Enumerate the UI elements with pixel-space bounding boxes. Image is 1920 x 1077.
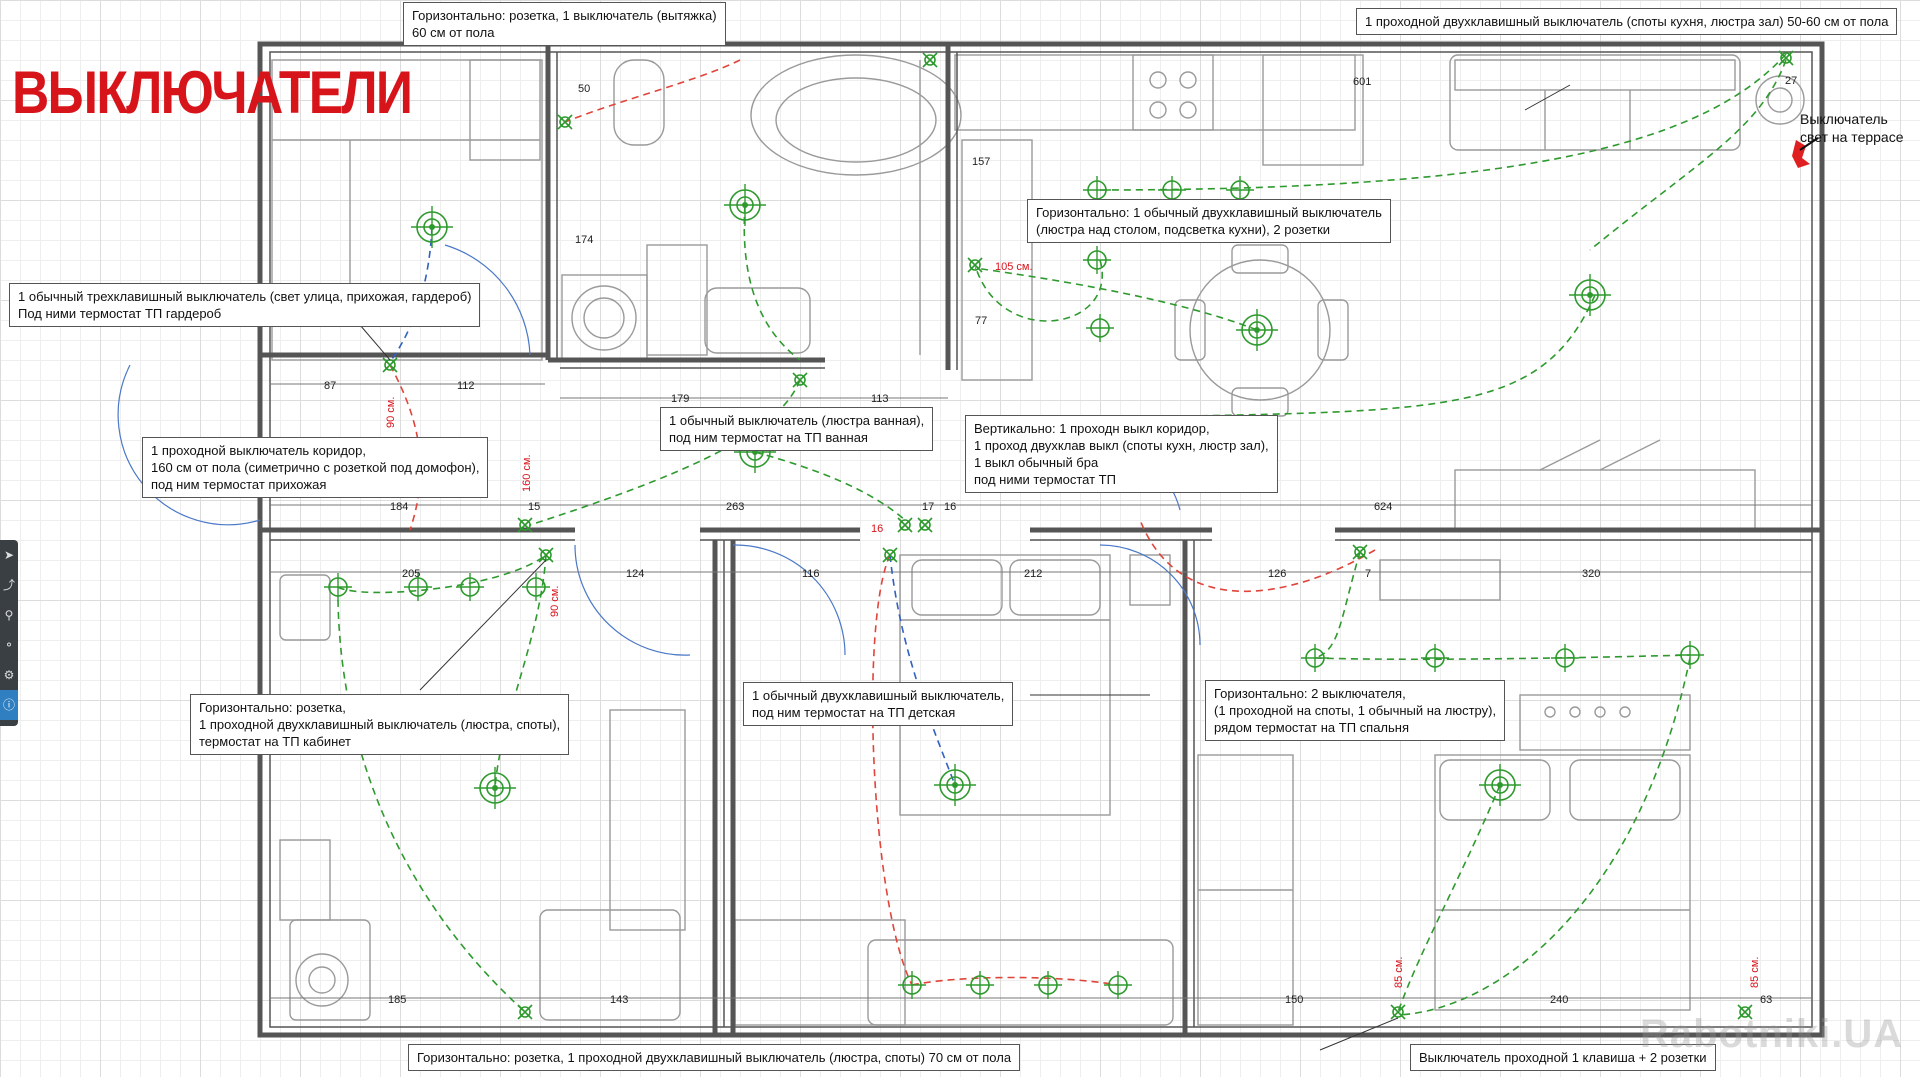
note-line: 1 выкл обычный бра [974,455,1099,470]
note-line: Горизонтально: розетка, [199,700,346,715]
note-leaders [359,84,1571,1051]
note-line: Выключатель проходной 1 клавиша + 2 розе… [1419,1050,1707,1065]
note-line: 1 проходной двухклавишный выключатель (с… [1365,14,1889,29]
side-toolbar: ➤ ⤴ ⚲ ⚬ ⚙ ⓘ [0,540,18,726]
note-line: под ними термостат ТП [974,472,1116,487]
dim-label: 27 [1785,75,1797,87]
dim-label: 126 [1268,568,1286,580]
share-icon[interactable]: ⤴ [2,578,15,592]
link-icon[interactable]: ⚲ [4,608,14,622]
note-line: 1 проходной выключатель коридор, [151,443,367,458]
note-line: (1 проходной на споты, 1 обычный на люст… [1214,703,1497,718]
note-line: под ним термостат на ТП ванная [669,430,868,445]
dim-label: 601 [1353,76,1371,88]
note-line: свет на террасе [1800,129,1904,145]
switches [382,50,1794,1020]
node-icon[interactable]: ⚬ [3,638,15,652]
note-bottom-center: Горизонтально: розетка, 1 проходной двух… [408,1044,1021,1071]
info-icon[interactable]: ⓘ [0,690,18,720]
note-line: Выключатель [1800,111,1888,127]
dim-label: 185 [388,994,406,1006]
note-top-right: 1 проходной двухклавишный выключатель (с… [1356,8,1898,35]
dim-label: 113 [871,393,889,405]
note-kids: 1 обычный двухклавишный выключатель, под… [743,682,1014,726]
dim-label: 112 [457,380,475,392]
walls [257,41,1825,1038]
dim-label: 143 [610,994,628,1006]
dim-label: 63 [1760,994,1772,1006]
note-line: Под ними термостат ТП гардероб [18,306,222,321]
note-line: (люстра над столом, подсветка кухни), 2 … [1036,222,1331,237]
note-line: 160 см от пола (симетрично с розеткой по… [151,460,480,475]
note-top-hood: Горизонтально: розетка, 1 выключатель (в… [403,2,726,46]
dim-label: 77 [975,315,987,327]
dim-label: 85 см. [1749,957,1761,988]
note-line: 1 проход двухклав выкл (споты кухн, люст… [974,438,1269,453]
dim-label: 179 [671,393,689,405]
note-line: 1 обычный трехклавишный выключатель (све… [18,289,472,304]
dim-label: 624 [1374,501,1392,513]
pointer-icon[interactable]: ➤ [3,548,15,562]
note-line: 1 обычный двухклавишный выключатель, [752,688,1005,703]
dim-label: 320 [1582,568,1600,580]
dim-label: 15 [528,501,540,513]
dim-label: 85 см. [1393,957,1405,988]
dim-label: 184 [390,501,408,513]
dim-label: 174 [575,234,593,246]
note-bath: 1 обычный выключатель (люстра ванная), п… [660,407,934,451]
note-line: Горизонтально: 2 выключателя, [1214,686,1406,701]
note-line: Горизонтально: 1 обычный двухклавишный в… [1036,205,1382,220]
note-bottom-right: Выключатель проходной 1 клавиша + 2 розе… [1410,1044,1716,1071]
settings-icon[interactable]: ⚙ [3,668,15,682]
dim-label: 50 [578,83,590,95]
dim-label: 263 [726,501,744,513]
note-terrace: Выключатель свет на террасе [1800,110,1904,146]
dim-label: 17 [922,501,934,513]
dim-label: 205 [402,568,420,580]
note-cabinet: Горизонтально: розетка, 1 проходной двух… [190,694,570,755]
note-line: 1 проходной двухклавишный выключатель (л… [199,717,561,732]
note-line: Вертикально: 1 проходн выкл коридор, [974,421,1210,436]
note-line: 60 см от пола [412,25,495,40]
dim-label: 150 [1285,994,1303,1006]
note-line: термостат на ТП кабинет [199,734,352,749]
note-line: Горизонтально: розетка, 1 выключатель (в… [412,8,717,23]
dim-label: 87 [324,380,336,392]
dim-label: 7 [1365,568,1371,580]
watermark: Rabotniki.UA [1640,1012,1904,1056]
dim-label: 16 [944,501,956,513]
light-fixtures [323,175,1705,1000]
note-entry: 1 обычный трехклавишный выключатель (све… [9,283,481,327]
dim-label: 90 см. [385,397,397,428]
dim-label: 116 [802,568,820,580]
note-kitchen: Горизонтально: 1 обычный двухклавишный в… [1027,199,1391,243]
dim-label: 160 см. [521,454,533,492]
note-line: под ним термостат прихожая [151,477,327,492]
dimension-labels: 50 601 27 157 174 77 87 112 179 113 184 … [324,75,1797,1006]
dim-label: 90 см. [549,586,561,617]
dim-label: 124 [626,568,644,580]
dim-label: 240 [1550,994,1568,1006]
note-bedroom: Горизонтально: 2 выключателя, (1 проходн… [1205,680,1506,741]
dim-label: 212 [1024,568,1042,580]
dim-label: 157 [972,156,990,168]
dim-label: 16 [871,523,883,535]
note-line: 1 обычный выключатель (люстра ванная), [669,413,925,428]
note-corridor: 1 проходной выключатель коридор, 160 см … [142,437,489,498]
note-line: Горизонтально: розетка, 1 проходной двух… [417,1050,1012,1065]
dim-label: 105 см. [995,261,1033,273]
note-vertical: Вертикально: 1 проходн выкл коридор, 1 п… [965,415,1278,493]
page-title: ВЫКЛЮЧАТЕЛИ [12,59,413,126]
note-line: рядом термостат на ТП спальня [1214,720,1410,735]
note-line: под ним термостат на ТП детская [752,705,956,720]
dimension-lines [270,383,1812,999]
